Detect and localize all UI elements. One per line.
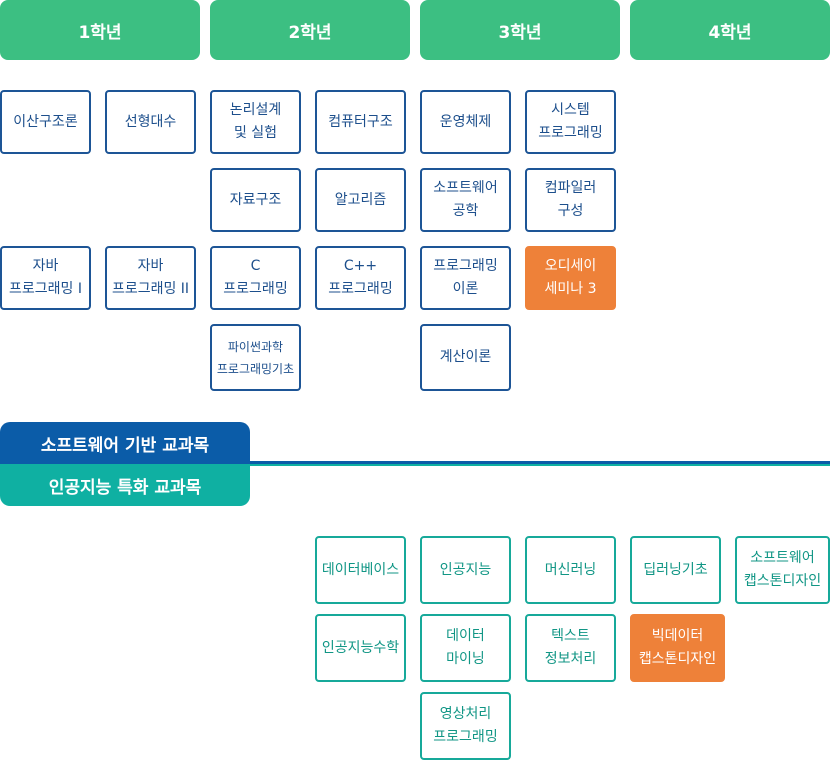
year-header-4: 4학년 (630, 0, 830, 60)
course-programming-theory[interactable]: 프로그래밍 이론 (420, 246, 511, 310)
course-software-capstone-design[interactable]: 소프트웨어 캡스톤디자인 (735, 536, 830, 604)
course-cpp-programming[interactable]: C++ 프로그래밍 (315, 246, 406, 310)
tab-software-foundation[interactable]: 소프트웨어 기반 교과목 (0, 422, 250, 464)
course-software-engineering[interactable]: 소프트웨어 공학 (420, 168, 511, 232)
course-python-scientific-programming[interactable]: 파이썬과학 프로그래밍기초 (210, 324, 301, 391)
course-ai-mathematics[interactable]: 인공지능수학 (315, 614, 406, 682)
course-java-programming-2[interactable]: 자바 프로그래밍 II (105, 246, 196, 310)
year-header-3: 3학년 (420, 0, 620, 60)
course-image-processing-programming[interactable]: 영상처리 프로그래밍 (420, 692, 511, 760)
year-header-1: 1학년 (0, 0, 200, 60)
course-system-programming[interactable]: 시스템 프로그래밍 (525, 90, 616, 154)
course-artificial-intelligence[interactable]: 인공지능 (420, 536, 511, 604)
course-computation-theory[interactable]: 계산이론 (420, 324, 511, 391)
course-data-structures[interactable]: 자료구조 (210, 168, 301, 232)
course-bigdata-capstone-design[interactable]: 빅데이터 캡스톤디자인 (630, 614, 725, 682)
course-computer-architecture[interactable]: 컴퓨터구조 (315, 90, 406, 154)
section-divider-software (250, 461, 830, 464)
course-discrete-structures[interactable]: 이산구조론 (0, 90, 91, 154)
course-c-programming[interactable]: C 프로그래밍 (210, 246, 301, 310)
course-text-information-processing[interactable]: 텍스트 정보처리 (525, 614, 616, 682)
course-algorithms[interactable]: 알고리즘 (315, 168, 406, 232)
course-logic-design[interactable]: 논리설계 및 실험 (210, 90, 301, 154)
course-odyssey-seminar-3[interactable]: 오디세이 세미나 3 (525, 246, 616, 310)
tab-ai-specialized[interactable]: 인공지능 특화 교과목 (0, 464, 250, 506)
course-java-programming-1[interactable]: 자바 프로그래밍 I (0, 246, 91, 310)
course-data-mining[interactable]: 데이터 마이닝 (420, 614, 511, 682)
course-machine-learning[interactable]: 머신러닝 (525, 536, 616, 604)
section-divider-ai (250, 464, 830, 466)
course-deep-learning-basics[interactable]: 딥러닝기초 (630, 536, 721, 604)
year-header-2: 2학년 (210, 0, 410, 60)
course-operating-systems[interactable]: 운영체제 (420, 90, 511, 154)
course-linear-algebra[interactable]: 선형대수 (105, 90, 196, 154)
course-database[interactable]: 데이터베이스 (315, 536, 406, 604)
course-compiler-construction[interactable]: 컴파일러 구성 (525, 168, 616, 232)
